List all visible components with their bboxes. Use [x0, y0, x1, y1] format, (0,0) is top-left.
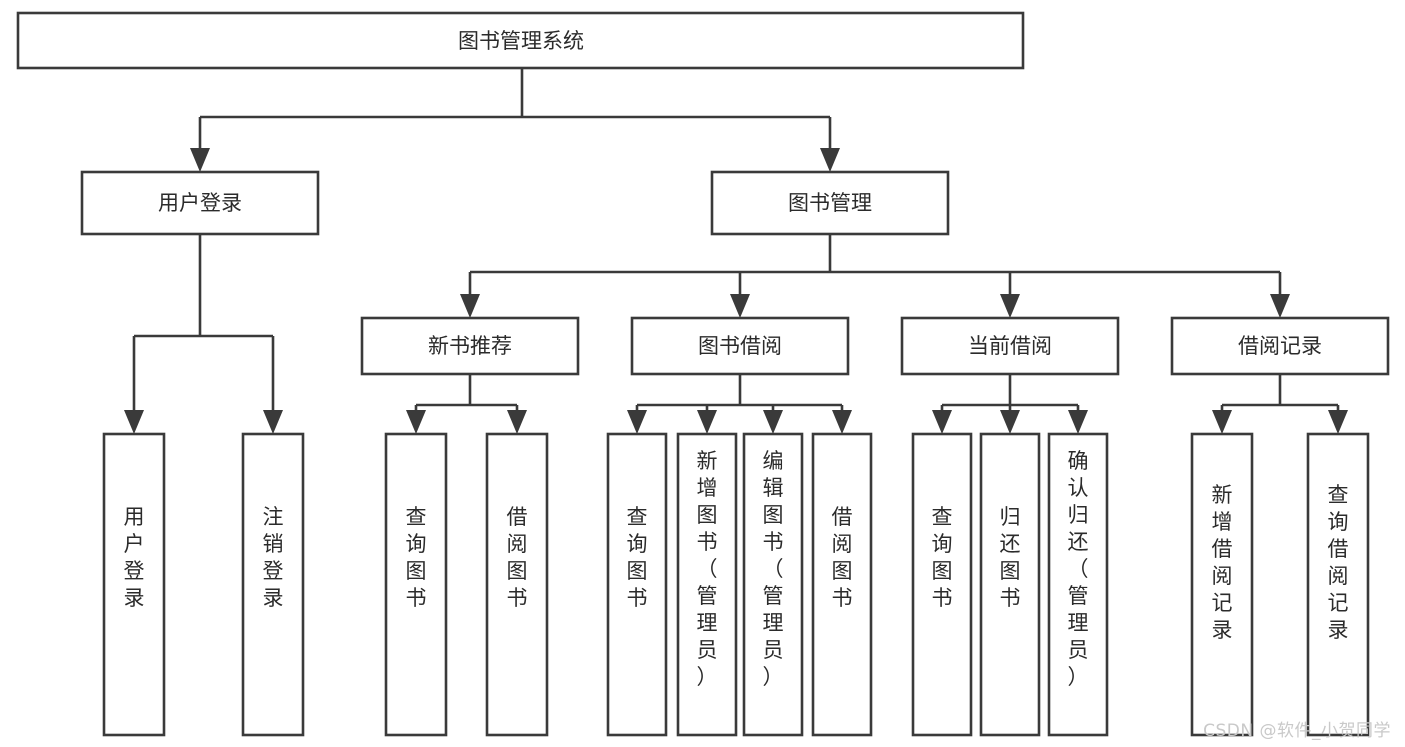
node-book-borrow-label: 图书借阅 [698, 334, 782, 358]
leaf-label-logout: 注销登录 [263, 505, 284, 610]
arrow-borrow-record-leaf1 [1212, 410, 1232, 434]
arrow-current-borrow-leaf1 [932, 410, 952, 434]
leaf-node[interactable]: 查询图书 [384, 432, 448, 737]
node-user-login-box[interactable] [80, 170, 320, 236]
leaf-node[interactable]: 注销登录 [241, 432, 305, 737]
leaf-label-query-book-rec: 查询图书 [406, 505, 427, 610]
node-book-borrow[interactable]: 图书借阅 [630, 316, 850, 376]
leaf-box-edit-book-admin[interactable] [742, 432, 804, 737]
node-root[interactable]: 图书管理系统 [16, 11, 1025, 70]
arrow-to-book-borrow [730, 294, 750, 318]
leaf-node[interactable]: 确认归还（管理员） [1047, 432, 1109, 737]
leaf-box-query-borrow-record[interactable] [1306, 432, 1370, 737]
arrow-book-borrow-leaf1 [627, 410, 647, 434]
node-new-book-recommend[interactable]: 新书推荐 [360, 316, 580, 376]
arrow-new-book-rec-leaf2 [507, 410, 527, 434]
leaf-label-add-book-admin: 新增图书（管理员） [697, 449, 718, 689]
arrow-user-login-leaf2 [263, 410, 283, 434]
arrow-to-current-borrow [1000, 294, 1020, 318]
arrow-book-borrow-leaf4 [832, 410, 852, 434]
node-borrow-record-label: 借阅记录 [1238, 334, 1322, 358]
node-book-management-label: 图书管理 [788, 191, 872, 215]
node-book-borrow-box[interactable] [630, 316, 850, 376]
leaf-label-borrow-book-rec: 借阅图书 [507, 505, 528, 610]
node-root-box[interactable] [16, 11, 1025, 70]
leaf-node[interactable]: 借阅图书 [485, 432, 549, 737]
leaf-label-query-book-current: 查询图书 [932, 505, 953, 610]
node-borrow-record-box[interactable] [1170, 316, 1390, 376]
arrow-current-borrow-leaf3 [1068, 410, 1088, 434]
arrow-to-borrow-record [1270, 294, 1290, 318]
leaf-box-query-book-rec[interactable] [384, 432, 448, 737]
node-root-label: 图书管理系统 [458, 29, 584, 53]
leaf-node[interactable]: 查询借阅记录 [1306, 432, 1370, 737]
node-new-book-recommend-box[interactable] [360, 316, 580, 376]
leaf-box-borrow-book-rec[interactable] [485, 432, 549, 737]
leaf-label-confirm-return-admin: 确认归还（管理员） [1068, 449, 1089, 689]
leaf-node[interactable]: 借阅图书 [811, 432, 873, 737]
leaf-label-add-borrow-record: 新增借阅记录 [1212, 483, 1233, 642]
arrow-book-borrow-leaf2 [697, 410, 717, 434]
arrow-current-borrow-leaf2 [1000, 410, 1020, 434]
leaf-box-user-login[interactable] [102, 432, 166, 737]
leaf-label-user-login: 用户登录 [124, 505, 145, 610]
leaf-box-query-book-borrow[interactable] [606, 432, 668, 737]
leaf-label-query-book-borrow: 查询图书 [627, 505, 648, 610]
arrow-to-user-login [190, 148, 210, 172]
node-current-borrow-box[interactable] [900, 316, 1120, 376]
leaf-box-add-book-admin[interactable] [676, 432, 738, 737]
leaf-node[interactable]: 查询图书 [606, 432, 668, 737]
leaf-box-confirm-return-admin[interactable] [1047, 432, 1109, 737]
arrow-borrow-record-leaf2 [1328, 410, 1348, 434]
node-current-borrow-label: 当前借阅 [968, 334, 1052, 358]
leaf-label-edit-book-admin: 编辑图书（管理员） [763, 449, 784, 689]
leaf-box-query-book-current[interactable] [911, 432, 973, 737]
node-new-book-recommend-label: 新书推荐 [428, 334, 512, 358]
node-borrow-record[interactable]: 借阅记录 [1170, 316, 1390, 376]
leaf-node[interactable]: 编辑图书（管理员） [742, 432, 804, 737]
node-current-borrow[interactable]: 当前借阅 [900, 316, 1120, 376]
node-user-login-label: 用户登录 [158, 191, 242, 215]
leaf-label-return-book: 归还图书 [1000, 505, 1021, 610]
leaf-node[interactable]: 新增图书（管理员） [676, 432, 738, 737]
node-user-login[interactable]: 用户登录 [80, 170, 320, 236]
arrow-to-book-manage [820, 148, 840, 172]
leaf-box-return-book[interactable] [979, 432, 1041, 737]
leaf-node[interactable]: 查询图书 [911, 432, 973, 737]
arrow-new-book-rec-leaf1 [406, 410, 426, 434]
connector-layer [124, 68, 1348, 434]
node-book-management[interactable]: 图书管理 [710, 170, 950, 236]
arrow-to-new-book-rec [460, 294, 480, 318]
leaf-label-query-borrow-record: 查询借阅记录 [1328, 483, 1349, 642]
node-book-management-box[interactable] [710, 170, 950, 236]
arrow-user-login-leaf1 [124, 410, 144, 434]
leaf-box-add-borrow-record[interactable] [1190, 432, 1254, 737]
leaf-node[interactable]: 归还图书 [979, 432, 1041, 737]
leaf-node[interactable]: 新增借阅记录 [1190, 432, 1254, 737]
arrow-book-borrow-leaf3 [763, 410, 783, 434]
leaf-box-logout[interactable] [241, 432, 305, 737]
leaf-label-borrow-book-borrow: 借阅图书 [832, 505, 853, 610]
leaf-node[interactable]: 用户登录 [102, 432, 166, 737]
leaf-box-borrow-book-borrow[interactable] [811, 432, 873, 737]
